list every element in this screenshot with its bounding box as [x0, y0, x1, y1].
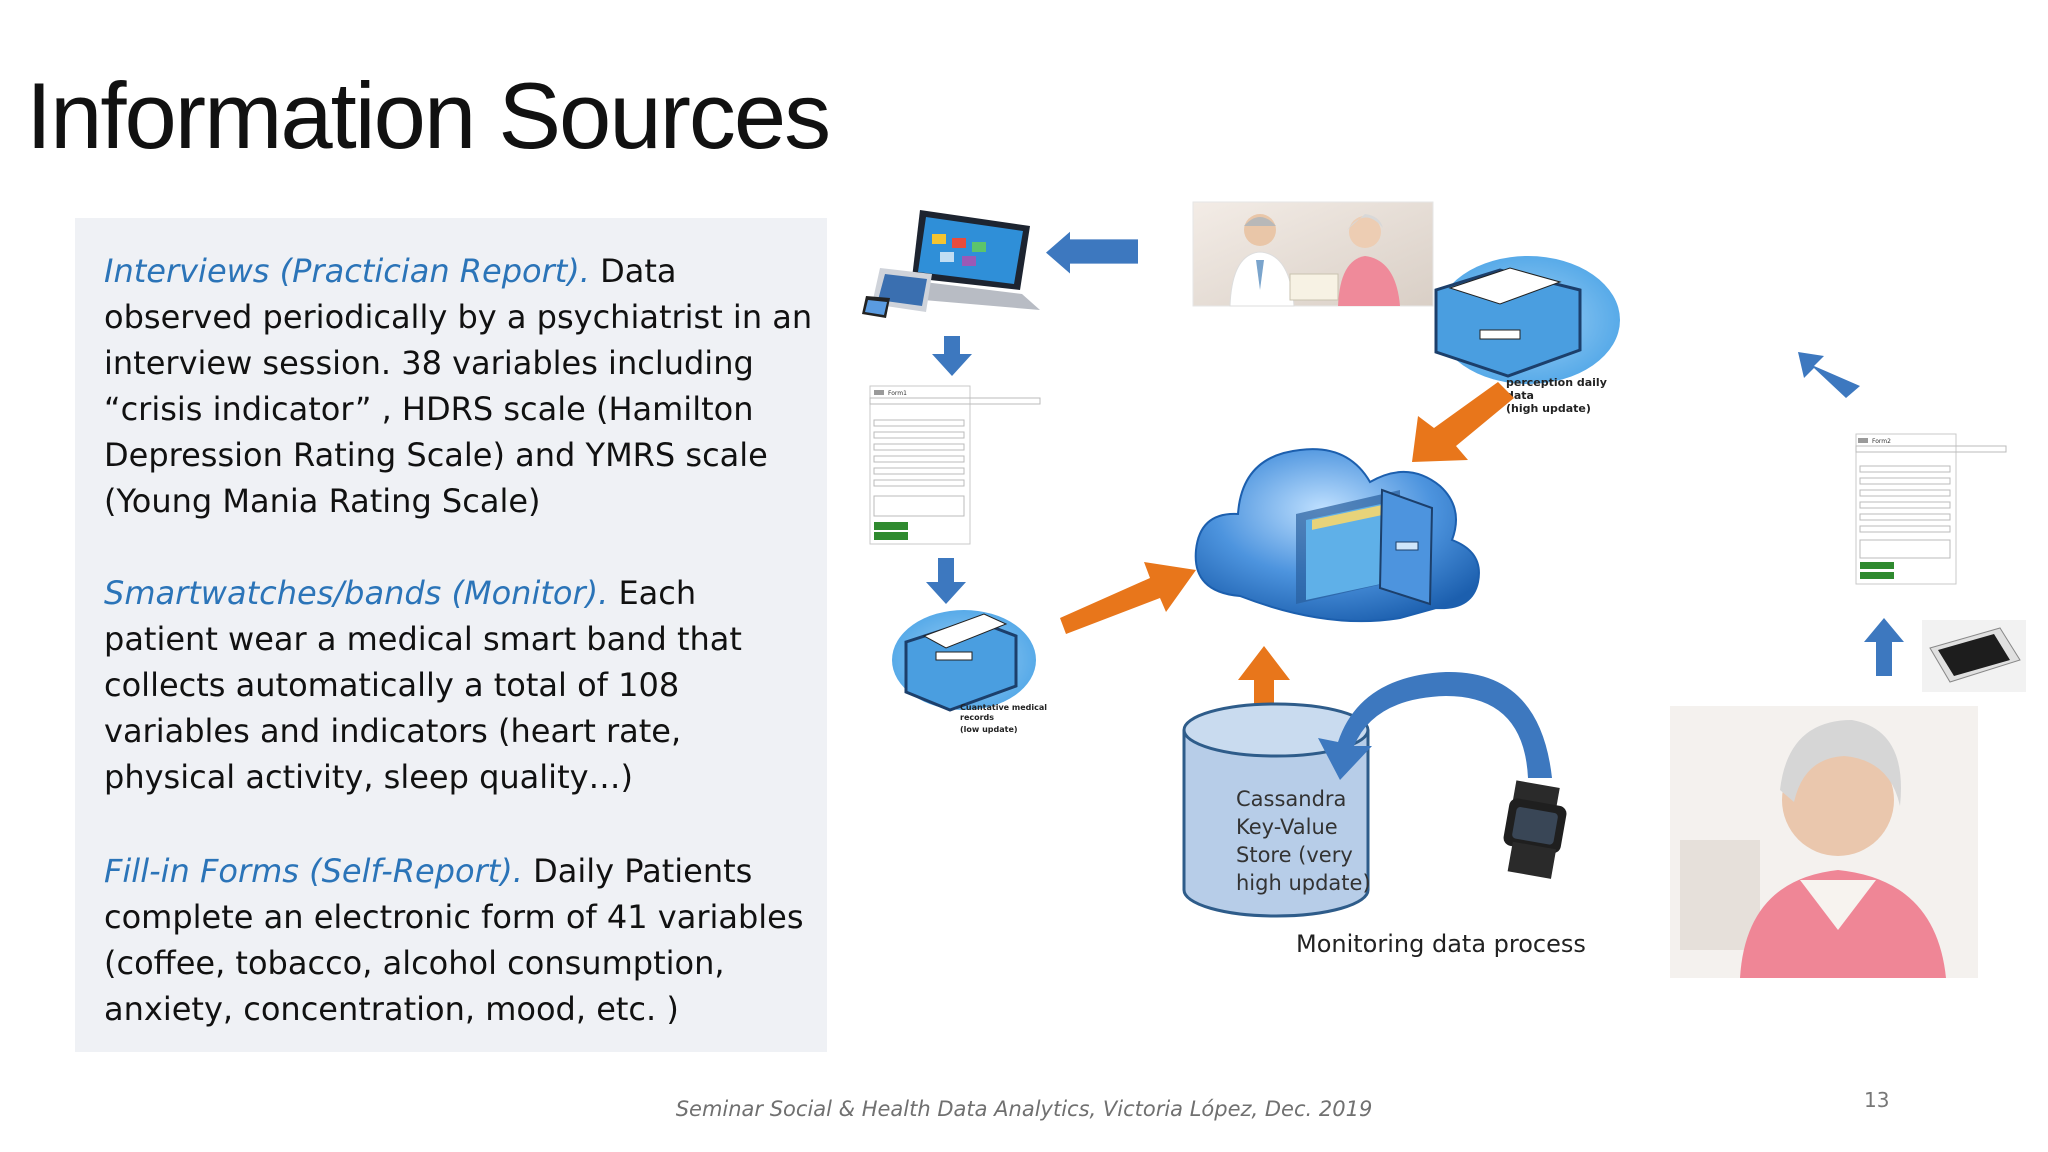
arrow-orange-icon — [1412, 382, 1514, 462]
drawer-left-label-1: Cuantative medical — [960, 703, 1047, 712]
cassandra-label-3: Store (very — [1236, 843, 1353, 867]
form-document-icon: Form2 — [1855, 433, 2007, 585]
arrow-down-icon — [932, 336, 972, 376]
smartwatch-icon — [1503, 780, 1567, 879]
slide-footer: Seminar Social & Health Data Analytics, … — [675, 1097, 1373, 1121]
paragraph-forms: Fill-in Forms (Self-Report). Daily Patie… — [104, 848, 819, 1032]
elderly-woman-photo — [1670, 706, 1978, 978]
arrow-diagonal-icon — [1798, 352, 1860, 398]
paragraph-interviews: Interviews (Practician Report). Data obs… — [104, 248, 819, 524]
database-cylinder-icon: Cassandra Key-Value Store (very high upd… — [1182, 702, 1371, 918]
file-drawer-icon: perception daily data (high update) — [1434, 256, 1620, 415]
cassandra-label-1: Cassandra — [1236, 787, 1346, 811]
monitoring-diagram: Form1 Form2 — [860, 190, 2048, 990]
drawer-right-label-1: perception daily — [1506, 376, 1607, 389]
cassandra-label-2: Key-Value — [1236, 815, 1338, 839]
drawer-left-label-3: (low update) — [960, 725, 1018, 734]
cassandra-label-4: high update) — [1236, 871, 1371, 895]
paragraph-body: Data observed periodically by a psychiat… — [104, 252, 813, 520]
arrow-up-icon — [1864, 618, 1904, 676]
diagram-caption: Monitoring data process — [1296, 930, 1586, 958]
page-number: 13 — [1864, 1088, 1890, 1112]
paragraph-lead: Fill-in Forms (Self-Report). — [104, 852, 523, 890]
paragraph-body: Daily Patients complete an electronic fo… — [104, 852, 804, 1028]
arrow-orange-icon — [1060, 562, 1196, 634]
paragraph-lead: Interviews (Practician Report). — [104, 252, 590, 290]
smartphone-icon — [1922, 620, 2026, 692]
cloud-drawer-icon — [1194, 448, 1480, 623]
form2-title: Form2 — [1872, 438, 1891, 445]
doctor-patient-photo — [1192, 201, 1434, 307]
text-box: Interviews (Practician Report). Data obs… — [75, 218, 827, 1052]
curved-arrow-icon — [1318, 671, 1552, 780]
paragraph-smartwatches: Smartwatches/bands (Monitor). Each patie… — [104, 570, 819, 800]
drawer-right-label-3: (high update) — [1506, 402, 1591, 415]
drawer-left-label-2: records — [960, 713, 994, 722]
file-drawer-icon: Cuantative medical records (low update) — [892, 610, 1047, 734]
form-document-icon: Form1 — [869, 385, 1041, 545]
arrow-orange-icon — [1238, 646, 1290, 746]
slide-title: Information Sources — [26, 63, 831, 168]
arrow-down-icon — [926, 558, 966, 604]
form1-title: Form1 — [888, 390, 907, 397]
paragraph-lead: Smartwatches/bands (Monitor). — [104, 574, 609, 612]
arrow-left-icon — [1046, 231, 1138, 274]
laptop-tablet-phone-icon — [862, 210, 1040, 318]
paragraph-body: Each patient wear a medical smart band t… — [104, 574, 742, 796]
